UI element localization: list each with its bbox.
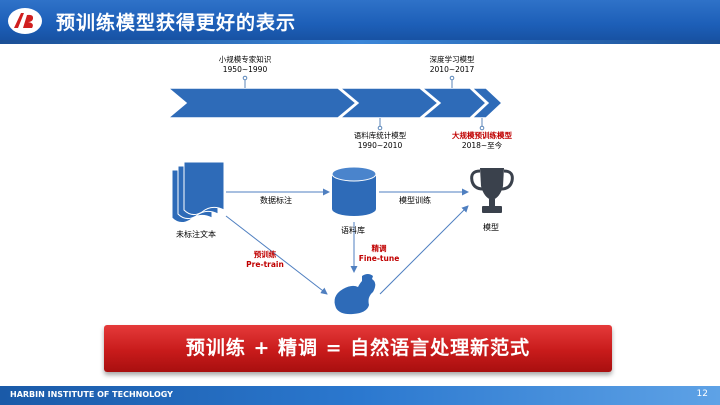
header-stripe — [0, 40, 720, 44]
hit-logo — [8, 8, 42, 34]
node-label-corpus: 语料库 — [341, 226, 365, 235]
arrow-to-model — [379, 205, 469, 295]
timeline-segment-1 — [165, 87, 358, 119]
page-number: 12 — [696, 389, 708, 399]
timeline-marker-1 — [242, 75, 248, 81]
edge-label-training: 模型训练 — [399, 196, 431, 205]
conclusion-banner: 预训练 + 精调 = 自然语言处理新范式 — [104, 325, 612, 372]
node-label-model: 模型 — [483, 223, 499, 232]
timeline-segment-4 — [470, 87, 504, 119]
timeline-segment-3 — [419, 87, 488, 119]
footer-institution: HARBIN INSTITUTE OF TECHNOLOGY — [10, 390, 173, 399]
timeline-segment-2 — [337, 87, 440, 119]
timeline-marker-4 — [479, 125, 485, 131]
database-icon — [331, 166, 377, 216]
node-label-unlabeled-text: 未标注文本 — [176, 230, 216, 239]
trophy-icon — [470, 168, 514, 213]
page-title: 预训练模型获得更好的表示 — [56, 12, 297, 34]
footer-bar — [0, 386, 720, 405]
edge-label-annotation: 数据标注 — [260, 196, 292, 205]
timeline-marker-3 — [449, 75, 455, 81]
header-bar — [0, 0, 720, 44]
document-stack-icon — [171, 161, 225, 224]
arrow-pretrain — [225, 215, 328, 295]
strong-arm-icon — [334, 274, 376, 315]
timeline-marker-2 — [377, 125, 383, 131]
